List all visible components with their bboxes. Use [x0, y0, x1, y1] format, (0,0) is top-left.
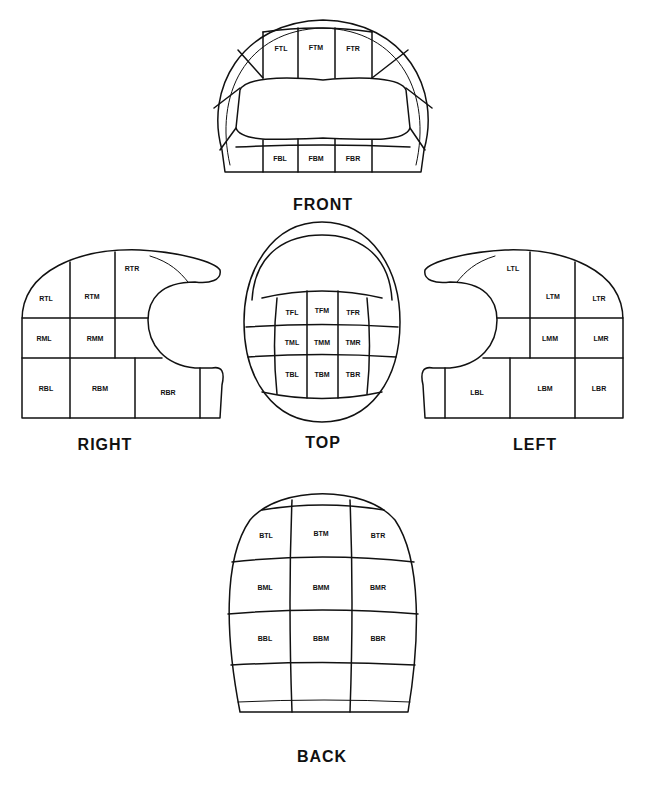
zone-label: TFM [315, 307, 329, 314]
zone-label: BMR [370, 584, 386, 591]
zone-label: LTL [507, 265, 519, 272]
view-title: FRONT [293, 197, 353, 213]
zone-label: LTM [546, 293, 560, 300]
zone-label: LTR [592, 295, 605, 302]
zone-label: RBL [39, 385, 53, 392]
zone-label: TML [285, 339, 299, 346]
zone-label: RTM [84, 293, 99, 300]
zone-label: BTR [371, 532, 385, 539]
view-title: LEFT [513, 437, 557, 453]
zone-label: RML [36, 335, 51, 342]
view-title: RIGHT [78, 437, 133, 453]
top-view [244, 222, 400, 422]
back-view [228, 494, 418, 712]
zone-label: LBL [470, 389, 484, 396]
zone-label: TMR [345, 339, 360, 346]
view-title: BACK [297, 749, 347, 765]
zone-label: LBM [537, 385, 552, 392]
zone-label: BTM [313, 530, 328, 537]
right-view [22, 250, 223, 418]
zone-label: TBL [285, 371, 299, 378]
zone-label: RBM [92, 385, 108, 392]
zone-label: FTL [275, 45, 288, 52]
front-view [214, 20, 432, 172]
zone-label: BMM [313, 584, 330, 591]
zone-label: FBR [346, 155, 360, 162]
zone-label: FBL [273, 155, 287, 162]
zone-label: BBL [258, 635, 272, 642]
zone-label: RTR [125, 265, 139, 272]
zone-label: TFR [346, 309, 360, 316]
view-title: TOP [305, 435, 341, 451]
zone-label: BBR [370, 635, 385, 642]
zone-label: LMM [542, 335, 558, 342]
zone-label: FBM [308, 155, 323, 162]
zone-label: LBR [592, 385, 606, 392]
zone-label: BBM [313, 635, 329, 642]
zone-label: BML [257, 584, 272, 591]
zone-label: TFL [286, 309, 299, 316]
zone-label: RTL [39, 295, 53, 302]
zone-label: TMM [314, 339, 330, 346]
zone-label: FTM [309, 44, 323, 51]
zone-label: RMM [87, 335, 104, 342]
left-view [422, 250, 623, 418]
zone-label: TBR [346, 371, 360, 378]
zone-label: BTL [259, 532, 273, 539]
zone-label: RBR [160, 389, 175, 396]
zone-label: LMR [593, 335, 608, 342]
zone-label: FTR [346, 45, 360, 52]
zone-label: TBM [314, 371, 329, 378]
